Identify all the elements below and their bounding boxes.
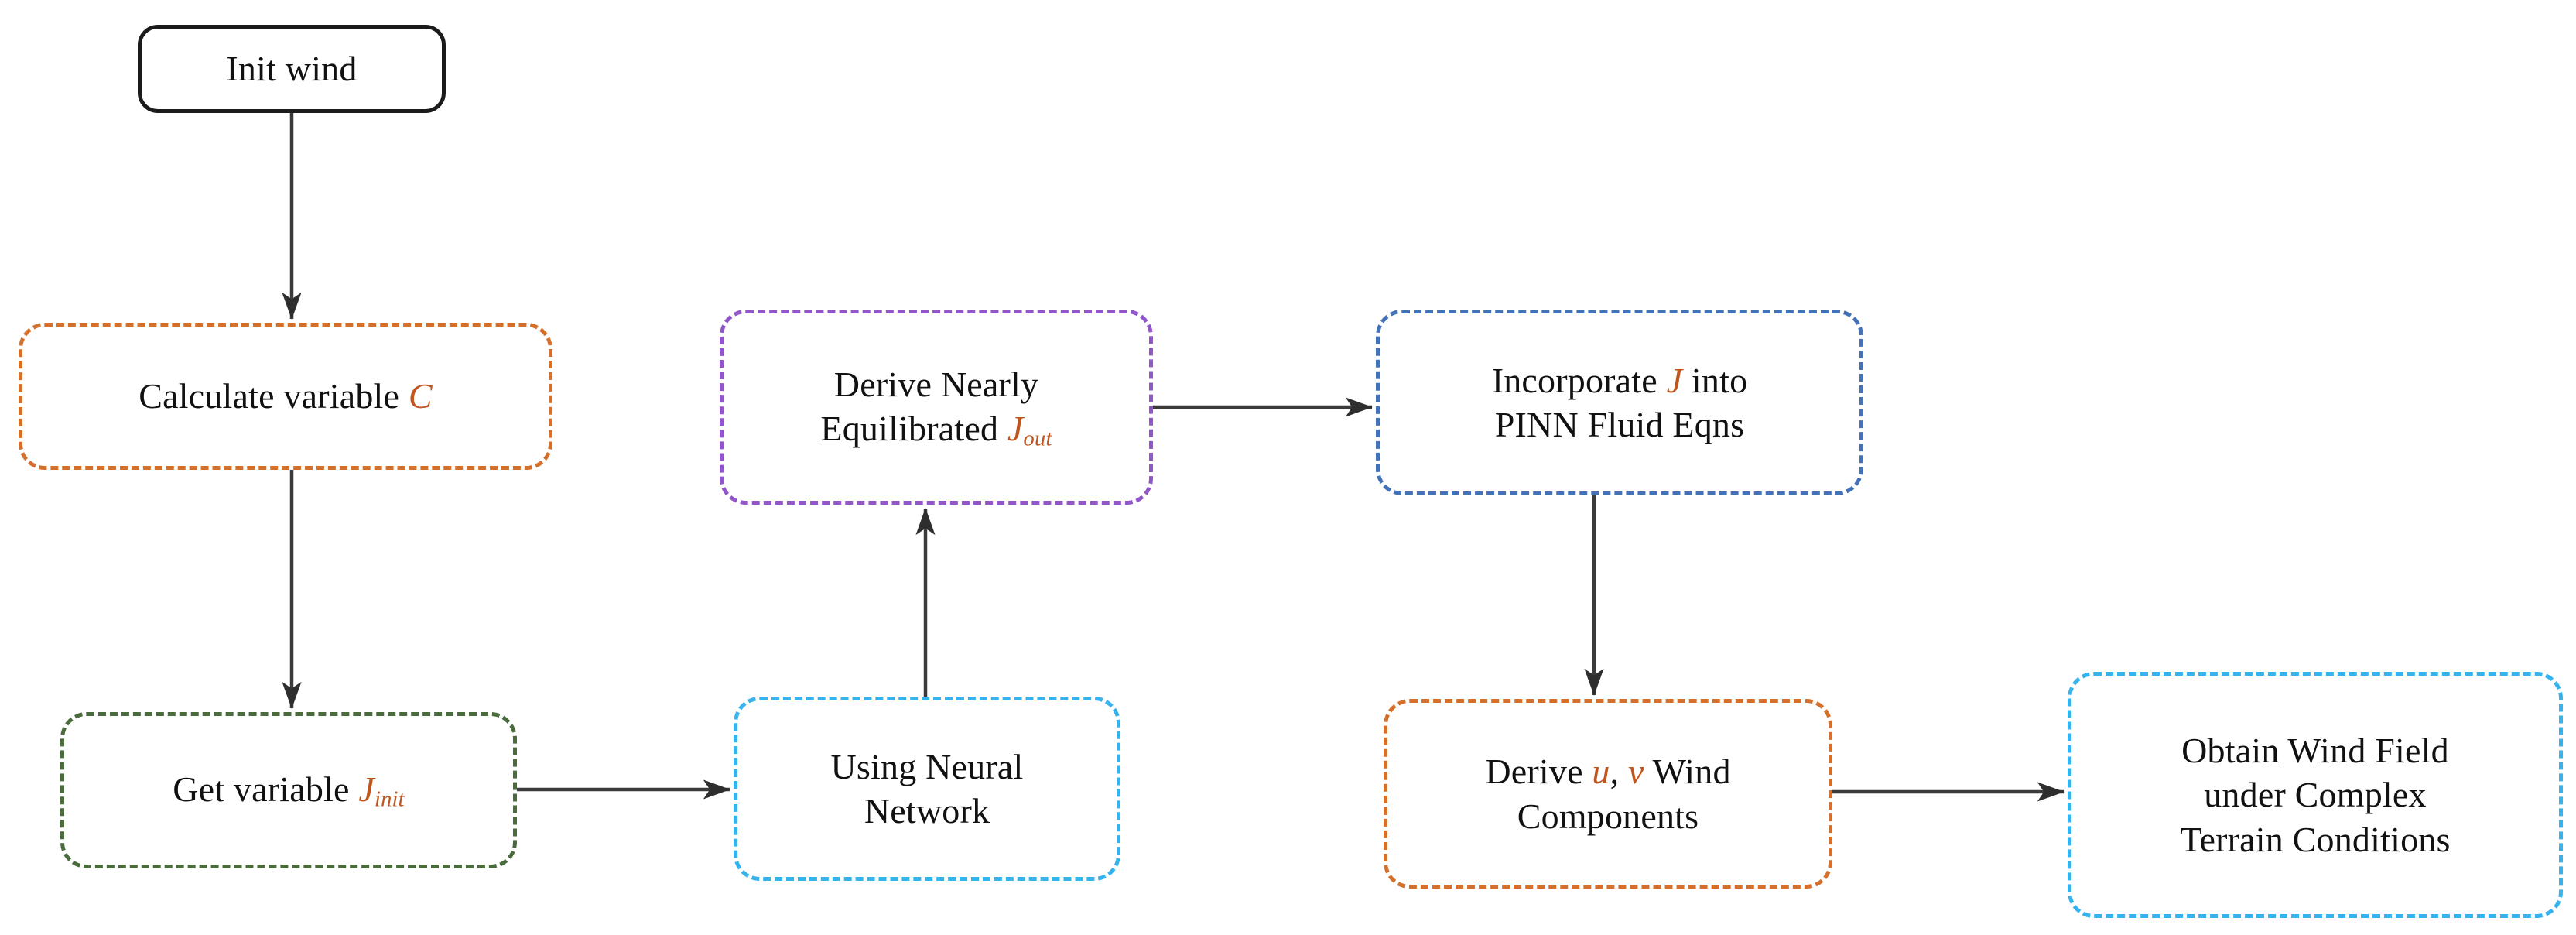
calculate-prefix-text: Calculate variable bbox=[139, 376, 409, 416]
incorporate-line-2: PINN Fluid Eqns bbox=[1494, 405, 1745, 444]
incorporate-line-1-prefix: Incorporate bbox=[1491, 360, 1667, 400]
variable-j-out-base: J bbox=[1007, 408, 1024, 448]
incorporate-line-1-suffix: into bbox=[1682, 360, 1748, 400]
nn-line-2: Network bbox=[864, 791, 990, 831]
variable-j-base: J bbox=[358, 769, 375, 810]
node-get-variable-j-init[interactable]: Get variable Jinit bbox=[60, 712, 517, 868]
variable-u: u bbox=[1592, 752, 1610, 792]
obtain-line-2: under Complex bbox=[2204, 775, 2427, 815]
node-get-variable-j-init-label: Get variable Jinit bbox=[162, 767, 416, 813]
get-prefix-text: Get variable bbox=[173, 769, 359, 810]
obtain-line-1: Obtain Wind Field bbox=[2181, 731, 2449, 771]
variable-v: v bbox=[1628, 752, 1644, 792]
variable-j-subscript: init bbox=[374, 787, 405, 812]
derive-uv-line-1-suffix: Wind bbox=[1644, 752, 1731, 792]
derive-uv-line-2: Components bbox=[1517, 796, 1699, 836]
node-init-wind[interactable]: Init wind bbox=[138, 25, 446, 113]
derive-uv-line-1-prefix: Derive bbox=[1485, 752, 1592, 792]
jout-line-2-prefix: Equilibrated bbox=[820, 408, 1007, 448]
derive-uv-line-1-mid: , bbox=[1610, 752, 1628, 792]
obtain-line-3: Terrain Conditions bbox=[2180, 819, 2451, 859]
variable-c: C bbox=[408, 376, 433, 416]
jout-line-1: Derive Nearly bbox=[833, 364, 1039, 404]
node-calculate-variable-c[interactable]: Calculate variable C bbox=[19, 323, 552, 470]
variable-j: Jinit bbox=[358, 769, 405, 812]
node-calculate-variable-c-label: Calculate variable C bbox=[128, 374, 443, 418]
node-init-wind-label: Init wind bbox=[226, 49, 357, 89]
variable-j-incorporate: J bbox=[1666, 360, 1683, 400]
variable-j-out-subscript: out bbox=[1023, 426, 1052, 450]
nn-line-1: Using Neural bbox=[830, 746, 1024, 786]
variable-j-out: Jout bbox=[1007, 408, 1052, 450]
